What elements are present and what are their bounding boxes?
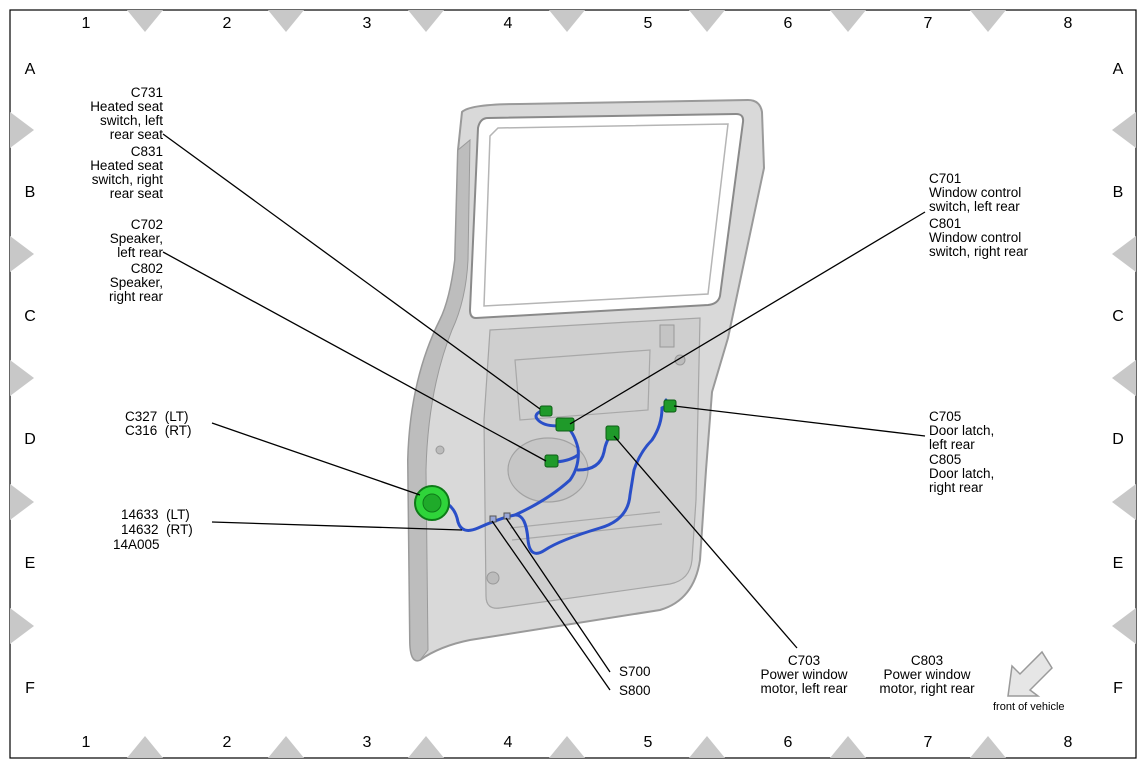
grid-col-bottom-6: 6 — [783, 734, 793, 751]
bottom-grid-markers — [127, 736, 1006, 758]
grid-col-top-2: 2 — [222, 15, 232, 32]
grid-row-right-b: B — [1112, 184, 1124, 201]
leader-s700 — [505, 517, 611, 673]
callout-c802: C802 Speaker, right rear — [108, 261, 163, 304]
leader-lines — [162, 133, 926, 691]
grid-row-right-f: F — [1113, 680, 1123, 697]
door-edge — [407, 138, 471, 662]
grid-row-left-a: A — [24, 61, 36, 78]
window-opening — [468, 112, 745, 320]
panel-recess — [514, 349, 651, 421]
callout-c831: C831 Heated seat switch, right rear seat — [90, 144, 163, 201]
callout-c703: C703 Power window motor, left rear — [760, 653, 848, 696]
callout-c803: C803 Power window motor, right rear — [879, 653, 975, 696]
callout-c801: C801 Window control switch, right rear — [929, 216, 1029, 259]
grid-col-top-7: 7 — [923, 15, 933, 32]
grid-col-bottom-5: 5 — [643, 734, 653, 751]
harness-branch-switch — [513, 423, 580, 517]
grid-col-bottom-8: 8 — [1063, 734, 1073, 751]
splice-s800 — [503, 512, 511, 520]
leader-s800 — [491, 520, 611, 691]
panel-hole — [486, 571, 500, 585]
callout-c327: C327 (LT) — [125, 409, 189, 424]
grid-row-left-d: D — [24, 431, 36, 448]
grid-row-left-b: B — [24, 184, 36, 201]
callout-c805: C805 Door latch, right rear — [929, 452, 995, 495]
grid-row-right-a: A — [1112, 61, 1124, 78]
connector-c731 — [539, 405, 553, 417]
callout-c731: C731 Heated seat switch, left rear seat — [90, 85, 163, 142]
rear-door-illustration — [406, 98, 766, 662]
leader-c731 — [162, 133, 541, 410]
top-grid-markers — [127, 10, 1006, 32]
grid-row-left-c: C — [24, 308, 36, 325]
grid-col-top-6: 6 — [783, 15, 793, 32]
grid-row-left-f: F — [25, 680, 35, 697]
callout-14a005: 14A005 — [113, 537, 160, 552]
inner-panel — [483, 317, 701, 609]
grid-row-right-c: C — [1112, 308, 1124, 325]
grid-col-top-4: 4 — [503, 15, 513, 32]
connector-c702 — [544, 454, 559, 468]
grid-col-bottom-1: 1 — [81, 734, 91, 751]
connectors — [414, 399, 677, 523]
callout-14632: 14632 (RT) — [121, 522, 193, 537]
window-frame-inner — [483, 123, 729, 307]
leader-c327 — [211, 422, 421, 496]
grid-col-bottom-7: 7 — [923, 734, 933, 751]
grid-col-top-5: 5 — [643, 15, 653, 32]
grid-col-top-3: 3 — [362, 15, 372, 32]
connector-c701 — [555, 417, 575, 432]
panel-hole — [435, 445, 445, 455]
connector-c703 — [605, 425, 620, 441]
grid-row-left-e: E — [24, 555, 36, 572]
right-grid-markers — [1112, 112, 1136, 644]
callout-c701: C701 Window control switch, left rear — [929, 171, 1022, 214]
callout-c702: C702 Speaker, left rear — [109, 217, 163, 260]
callout-s800: S800 — [619, 683, 651, 698]
callout-s700: S700 — [619, 664, 651, 679]
grid-col-bottom-4: 4 — [503, 734, 513, 751]
harness-main-trunk — [438, 406, 664, 555]
grid-col-top-8: 8 — [1063, 15, 1073, 32]
leader-14633 — [211, 521, 463, 531]
front-of-vehicle-label: front of vehicle — [993, 701, 1065, 713]
leader-c703 — [613, 435, 798, 649]
splice-s700 — [489, 515, 497, 523]
front-of-vehicle-arrow-icon — [1007, 650, 1053, 697]
grid-col-top-1: 1 — [81, 15, 91, 32]
grid-row-right-e: E — [1112, 555, 1124, 572]
harness-branch-seat — [534, 408, 567, 428]
leader-c702 — [162, 251, 547, 462]
latch-bracket — [659, 324, 675, 348]
callout-c705: C705 Door latch, left rear — [929, 409, 995, 452]
grid-row-right-d: D — [1112, 431, 1124, 448]
callout-14633: 14633 (LT) — [121, 507, 190, 522]
connector-c327-inner — [422, 493, 442, 513]
callout-c316: C316 (RT) — [125, 423, 192, 438]
wiring-harness — [438, 398, 669, 555]
grid-col-bottom-3: 3 — [362, 734, 372, 751]
leader-c701 — [569, 211, 926, 425]
leader-c705 — [673, 405, 926, 437]
grid-col-bottom-2: 2 — [222, 734, 232, 751]
left-grid-markers — [10, 112, 34, 644]
